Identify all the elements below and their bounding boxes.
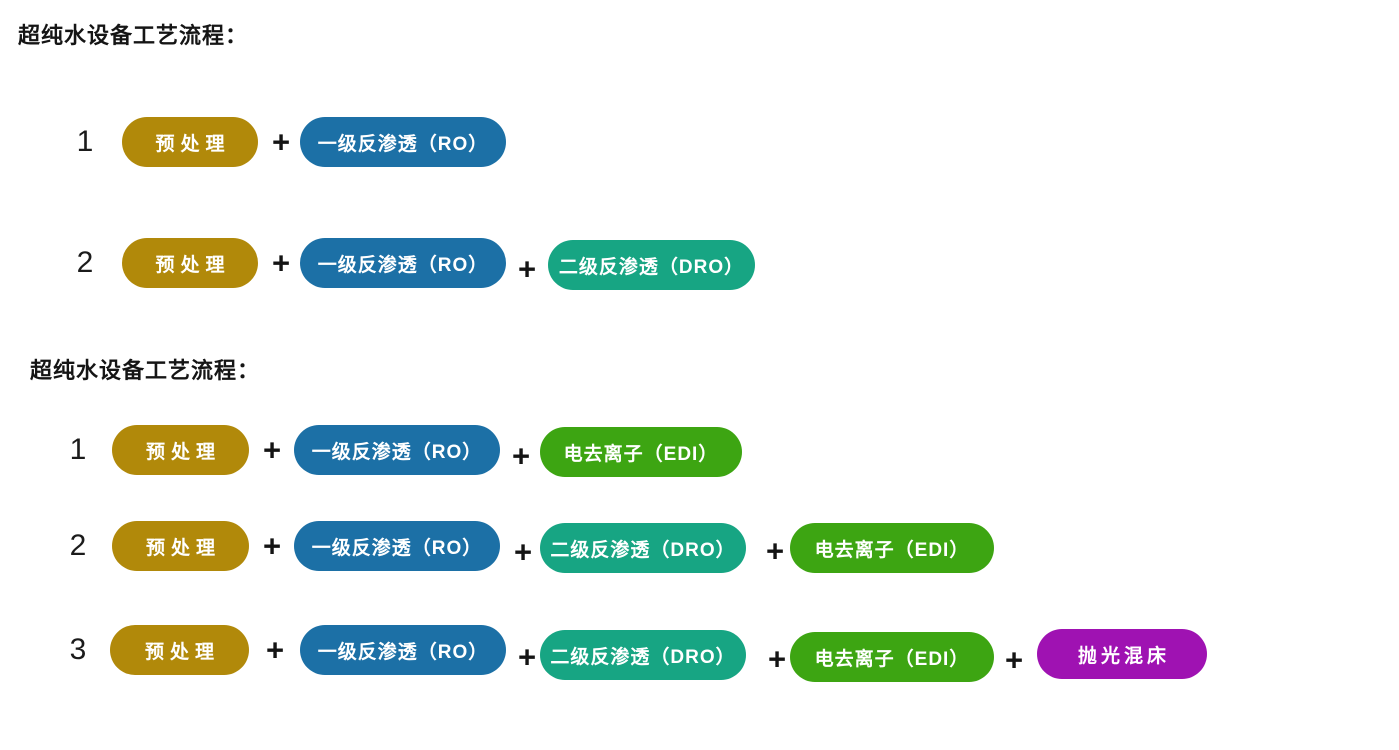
row-number: 3	[69, 633, 87, 666]
step-pill-ro: 一级反渗透（RO）	[294, 425, 500, 475]
step-pill-dro: 二级反渗透（DRO）	[548, 240, 755, 290]
step-pill-ro: 一级反渗透（RO）	[300, 117, 506, 167]
step-pill-pretreatment: 预处理	[110, 625, 249, 675]
plus-sign: +	[513, 534, 533, 570]
row-number: 2	[76, 246, 94, 279]
flow-row: 3 预处理 + 一级反渗透（RO） + 二级反渗透（DRO） + 电去离子（ED…	[0, 625, 1399, 682]
section-title: 超纯水设备工艺流程：	[18, 23, 249, 48]
flow-row: 2 预处理 + 一级反渗透（RO） + 二级反渗透（DRO） + 电去离子（ED…	[0, 521, 1399, 573]
step-pill-edi: 电去离子（EDI）	[540, 427, 742, 477]
plus-sign: +	[271, 124, 291, 160]
step-pill-dro: 二级反渗透（DRO）	[540, 523, 746, 573]
step-pill-edi: 电去离子（EDI）	[790, 523, 994, 573]
plus-sign: +	[265, 632, 285, 668]
row-number: 1	[76, 125, 94, 158]
plus-sign: +	[517, 251, 537, 287]
plus-sign: +	[1004, 642, 1024, 678]
step-pill-ro: 一级反渗透（RO）	[300, 238, 506, 288]
plus-sign: +	[517, 639, 537, 675]
plus-sign: +	[271, 245, 291, 281]
step-pill-polishing-mixbed: 抛光混床	[1037, 629, 1207, 679]
plus-sign: +	[765, 533, 785, 569]
flow-row: 1 预处理 + 一级反渗透（RO）	[0, 117, 1399, 167]
plus-sign: +	[262, 528, 282, 564]
plus-sign: +	[262, 432, 282, 468]
flow-row: 1 预处理 + 一级反渗透（RO） + 电去离子（EDI）	[0, 425, 1399, 477]
step-pill-pretreatment: 预处理	[112, 521, 249, 571]
plus-sign: +	[511, 438, 531, 474]
step-pill-ro: 一级反渗透（RO）	[300, 625, 506, 675]
step-pill-ro: 一级反渗透（RO）	[294, 521, 500, 571]
step-pill-edi: 电去离子（EDI）	[790, 632, 994, 682]
flow-row: 2 预处理 + 一级反渗透（RO） + 二级反渗透（DRO）	[0, 238, 1399, 290]
section-title: 超纯水设备工艺流程：	[30, 358, 261, 383]
step-pill-pretreatment: 预处理	[112, 425, 249, 475]
step-pill-pretreatment: 预处理	[122, 238, 258, 288]
step-pill-pretreatment: 预处理	[122, 117, 258, 167]
row-number: 1	[69, 433, 87, 466]
row-number: 2	[69, 529, 87, 562]
step-pill-dro: 二级反渗透（DRO）	[540, 630, 746, 680]
plus-sign: +	[767, 641, 787, 677]
